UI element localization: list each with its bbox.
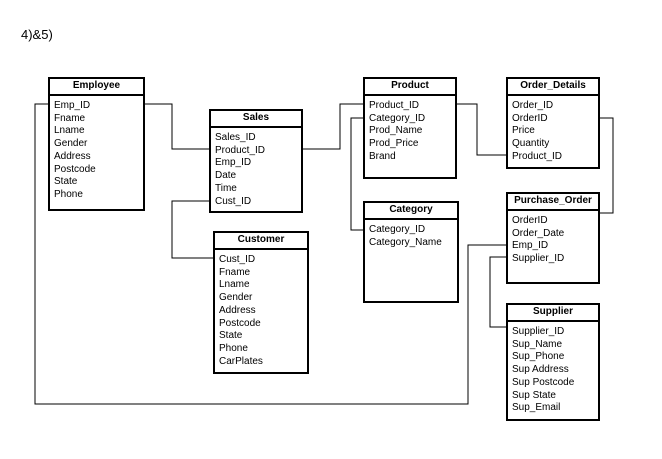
attribute: Sup_Email [512, 402, 561, 414]
attribute-list: Supplier_ID Sup_Name Sup_Phone Sup Addre… [508, 322, 598, 415]
attribute: Phone [54, 188, 83, 200]
attribute-list: OrderID Order_Date Emp_ID Supplier_ID [508, 211, 598, 266]
entity-title: Supplier [508, 305, 598, 322]
rel-employee-purchaseorder [34, 103, 507, 405]
attribute: OrderID [512, 112, 548, 124]
attribute: Emp_ID [215, 157, 252, 169]
attribute: Product_ID [369, 100, 420, 111]
attribute: Cust_ID [215, 195, 252, 207]
entity-category: Category Category_ID Category_Name [363, 201, 459, 303]
attribute: Gender [219, 292, 253, 304]
attribute: Time [215, 182, 237, 194]
attribute: Sup_Name [512, 338, 563, 350]
attribute-list: Emp_ID Fname Lname Gender Address Postco… [50, 96, 143, 202]
rel-sales-product [302, 103, 364, 150]
attribute-list: Order_ID OrderID Price Quantity Product_… [508, 96, 598, 164]
attribute: CarPlates [219, 355, 263, 367]
attribute: Cust_ID [219, 254, 256, 265]
attribute: Sup Address [512, 364, 569, 376]
attribute: Date [215, 170, 237, 182]
entity-sales: Sales Sales_ID Product_ID Emp_ID Date Ti… [209, 109, 303, 213]
entity-employee: Employee Emp_ID Fname Lname Gender Addre… [48, 77, 145, 211]
attribute: Brand [369, 150, 396, 162]
rel-sales-customer [171, 200, 214, 259]
attribute: Lname [219, 279, 250, 291]
entity-title: Purchase_Order [508, 194, 598, 211]
entity-order-details: Order_Details Order_ID OrderID Price Qua… [506, 77, 600, 169]
attribute: Category_Name [369, 236, 442, 248]
entity-title: Sales [211, 111, 301, 128]
rel-orderdetails-purchaseorder [599, 117, 614, 214]
attribute: Price [512, 125, 535, 137]
attribute: Supplier_ID [512, 326, 565, 337]
attribute: Address [54, 150, 91, 162]
attribute-list: Product_ID Category_ID Prod_Name Prod_Pr… [365, 96, 455, 164]
attribute: Postcode [54, 163, 96, 175]
attribute-list: Cust_ID Fname Lname Gender Address Postc… [215, 250, 307, 368]
attribute: Quantity [512, 138, 550, 150]
entity-customer: Customer Cust_ID Fname Lname Gender Addr… [213, 231, 309, 374]
attribute: Address [219, 304, 256, 316]
attribute: Fname [54, 112, 86, 124]
attribute-list: Category_ID Category_Name [365, 220, 457, 249]
entity-supplier: Supplier Supplier_ID Sup_Name Sup_Phone … [506, 303, 600, 421]
attribute: Fname [219, 266, 251, 278]
rel-purchaseorder-supplier [489, 256, 507, 328]
rel-product-orderdetails [456, 103, 508, 156]
attribute: Category_ID [369, 112, 426, 124]
attribute: Category_ID [369, 224, 426, 235]
entity-title: Employee [50, 79, 143, 96]
rel-employee-sales [144, 103, 210, 150]
attribute: Emp_ID [512, 240, 549, 252]
page-label: 4)&5) [21, 27, 53, 42]
attribute: Emp_ID [54, 100, 91, 111]
attribute: Order_ID [512, 100, 554, 111]
attribute: Prod_Name [369, 125, 423, 137]
entity-title: Order_Details [508, 79, 598, 96]
entity-title: Customer [215, 233, 307, 250]
attribute: Product_ID [215, 144, 266, 156]
attribute: Supplier_ID [512, 253, 565, 265]
attribute: Phone [219, 342, 248, 354]
attribute: Sales_ID [215, 132, 256, 143]
entity-title: Product [365, 79, 455, 96]
rel-product-category [350, 117, 364, 231]
attribute: Gender [54, 138, 88, 150]
attribute: Postcode [219, 317, 261, 329]
attribute: Order_Date [512, 227, 565, 239]
attribute: OrderID [512, 215, 548, 226]
entity-purchase-order: Purchase_Order OrderID Order_Date Emp_ID… [506, 192, 600, 284]
attribute: State [219, 330, 243, 342]
attribute: Lname [54, 125, 85, 137]
attribute: Prod_Price [369, 138, 419, 150]
attribute: Sup_Phone [512, 351, 565, 363]
attribute-list: Sales_ID Product_ID Emp_ID Date Time Cus… [211, 128, 301, 208]
attribute: Sup Postcode [512, 376, 575, 388]
attribute: State [54, 176, 78, 188]
entity-title: Category [365, 203, 457, 220]
entity-product: Product Product_ID Category_ID Prod_Name… [363, 77, 457, 179]
attribute: Product_ID [512, 150, 563, 162]
attribute: Sup State [512, 389, 556, 401]
